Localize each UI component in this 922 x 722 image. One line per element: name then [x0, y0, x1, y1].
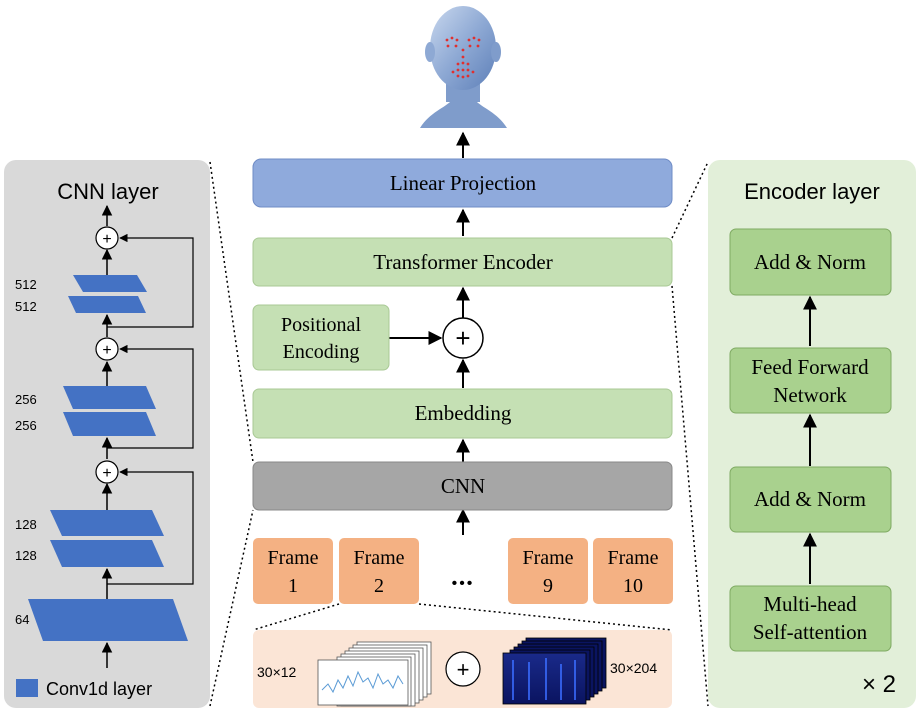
signal-plot-stack	[317, 641, 432, 707]
cnn-add-node: +	[95, 226, 119, 250]
cnn-skip-connections	[107, 233, 194, 585]
cnn-add-node: +	[95, 460, 119, 484]
conv1d-layer-shape	[63, 386, 156, 409]
frames-ellipsis: •••	[452, 575, 475, 592]
channel-label: 512	[15, 277, 37, 292]
svg-text:2: 2	[374, 575, 384, 597]
zoom-lines-left	[209, 161, 254, 707]
channel-label: 128	[15, 548, 37, 563]
frame-box: Frame 9	[508, 538, 588, 604]
conv-block-64	[28, 599, 188, 641]
input-left-dim: 30×12	[257, 664, 297, 680]
transformer-encoder-block: Transformer Encoder	[252, 237, 673, 287]
repeat-count: × 2	[862, 671, 896, 698]
legend-swatch	[16, 679, 38, 697]
cnn-panel-title: CNN layer	[57, 179, 158, 204]
svg-text:9: 9	[543, 575, 553, 597]
encoder-panel-title: Encoder layer	[744, 179, 880, 204]
conv-block-512	[68, 275, 147, 313]
encoder-layer-panel: Encoder layer Add & Norm Feed Forward Ne…	[708, 160, 916, 708]
linear-projection-block: Linear Projection	[252, 158, 673, 208]
conv1d-layer-shape	[73, 275, 147, 292]
add-norm-top-block: Add & Norm	[729, 228, 892, 296]
feed-forward-label-line2: Network	[773, 383, 847, 407]
frame-box: Frame 10	[593, 538, 673, 604]
frame-input-detail: 30×12 +	[253, 630, 672, 708]
conv1d-layer-shape	[63, 412, 156, 436]
input-add-node: +	[445, 651, 481, 687]
conv1d-layer-shape	[50, 540, 164, 567]
add-norm-top-label: Add & Norm	[754, 250, 866, 274]
positional-encoding-label-line1: Positional	[281, 314, 361, 336]
svg-text:Frame: Frame	[522, 547, 573, 569]
svg-text:+: +	[455, 323, 470, 353]
cnn-block: CNN	[252, 461, 673, 511]
face-head-icon	[420, 6, 507, 128]
svg-text:Frame: Frame	[353, 547, 404, 569]
transformer-encoder-label: Transformer Encoder	[373, 250, 552, 274]
zoom-lines-right	[671, 161, 709, 707]
positional-encoding-block: Positional Encoding	[252, 304, 390, 371]
conv1d-layer-shape	[50, 510, 164, 536]
svg-text:+: +	[102, 465, 111, 482]
linear-projection-label: Linear Projection	[390, 171, 537, 195]
legend-label: Conv1d layer	[46, 679, 152, 699]
channel-label: 256	[15, 392, 37, 407]
frame-box: Frame 2	[339, 538, 419, 604]
input-right-dim: 30×204	[610, 660, 657, 676]
svg-text:Frame: Frame	[607, 547, 658, 569]
encoder-panel-background	[708, 160, 916, 708]
conv-block-128	[50, 510, 164, 567]
embedding-label: Embedding	[415, 401, 512, 425]
main-flow-arrows	[389, 131, 470, 535]
cnn-layer-panel: CNN layer 512 512 256 256 128 128 64	[4, 160, 210, 708]
add-norm-bottom-block: Add & Norm	[729, 466, 892, 533]
feed-forward-block: Feed Forward Network	[729, 347, 892, 414]
svg-text:+: +	[102, 231, 111, 248]
zoom-lines-frame	[252, 603, 673, 631]
feed-forward-label-line1: Feed Forward	[751, 355, 869, 379]
self-attention-block: Multi-head Self-attention	[729, 585, 892, 652]
embedding-block: Embedding	[252, 388, 673, 439]
attention-label-line2: Self-attention	[753, 620, 868, 644]
channel-label: 128	[15, 517, 37, 532]
frame-box: Frame 1	[253, 538, 333, 604]
channel-label: 256	[15, 418, 37, 433]
channel-label: 64	[15, 612, 29, 627]
cnn-add-node: +	[95, 337, 119, 361]
conv-block-256	[63, 386, 156, 436]
attention-label-line1: Multi-head	[763, 592, 857, 616]
svg-text:+: +	[102, 342, 111, 359]
conv1d-layer-shape	[68, 296, 146, 313]
positional-encoding-label-line2: Encoding	[283, 341, 360, 363]
spectrogram-stack	[502, 637, 607, 705]
svg-text:1: 1	[288, 575, 298, 597]
conv1d-layer-shape	[28, 599, 188, 641]
cnn-label: CNN	[441, 474, 485, 498]
svg-text:Frame: Frame	[267, 547, 318, 569]
svg-text:10: 10	[623, 575, 643, 597]
add-norm-bottom-label: Add & Norm	[754, 487, 866, 511]
svg-text:+: +	[457, 657, 470, 682]
positional-add-node: +	[442, 317, 484, 359]
channel-label: 512	[15, 299, 37, 314]
